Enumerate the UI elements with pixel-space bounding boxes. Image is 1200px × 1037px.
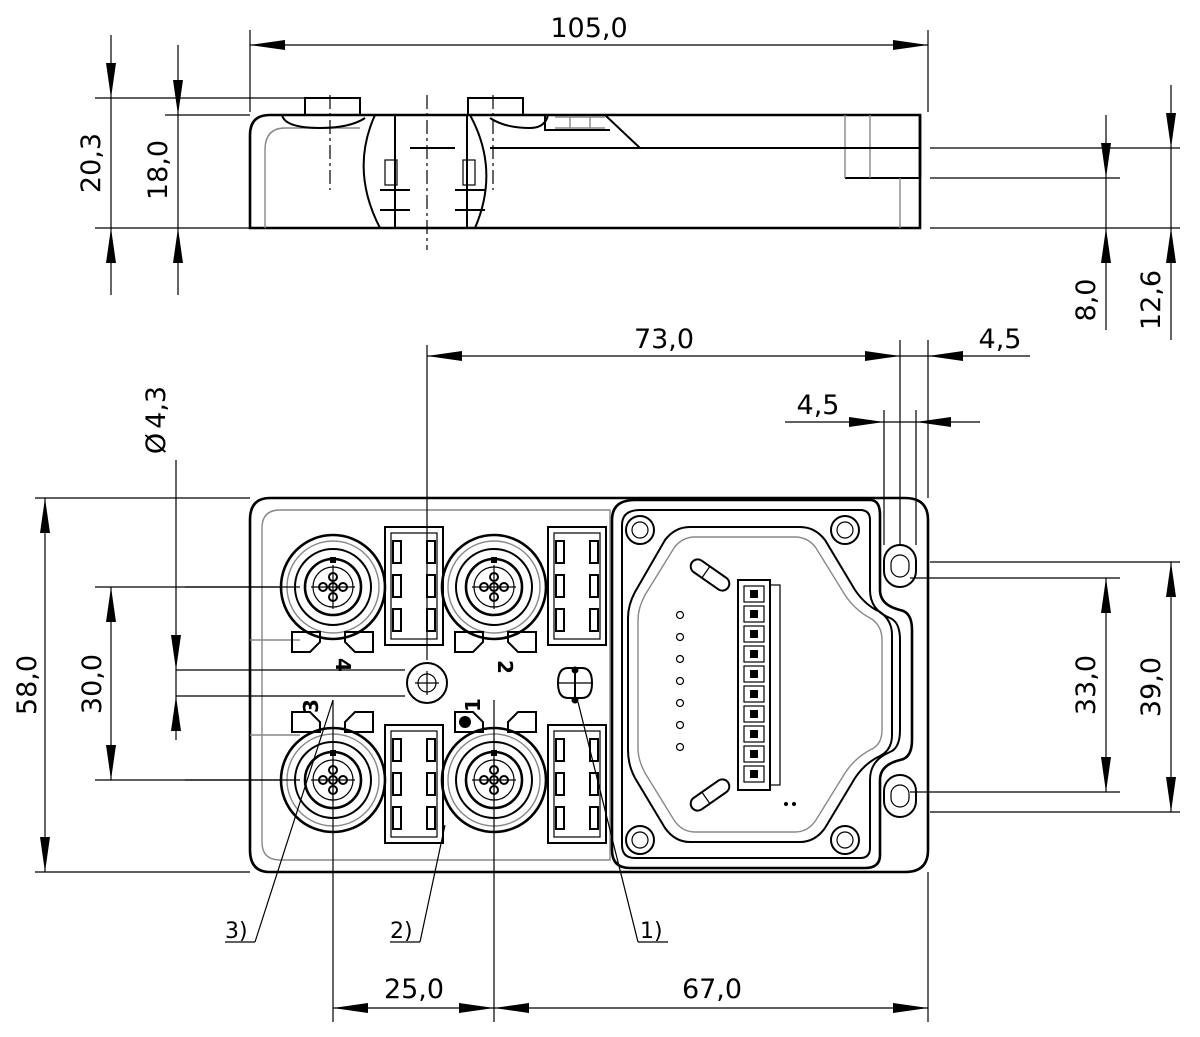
label-window-3 (384, 724, 444, 844)
callouts: 3) 2) 1) (225, 699, 668, 944)
dim-port-pitch-vertical: 30,0 (77, 654, 108, 714)
dim-port-pitch-horizontal: 25,0 (384, 974, 444, 1005)
label-window-1 (384, 526, 444, 646)
callout-3: 3) (225, 919, 248, 944)
port-number-4: 4 (331, 658, 355, 672)
top-view-dimensions: 73,0 4,5 4,5 Ø 4,3 58,0 (12, 324, 1180, 1022)
connector-port-2 (440, 533, 548, 641)
dim-hole-slot-spacing: 33,0 (1071, 655, 1102, 715)
port-number-2: 2 (493, 660, 517, 674)
port-number-1: 1 (461, 698, 485, 712)
dim-port-to-flange: 67,0 (682, 974, 742, 1005)
dim-hole-diameter: 4,3 (141, 386, 172, 429)
diameter-symbol: Ø (141, 433, 172, 454)
dim-body-height: 18,0 (143, 140, 174, 200)
side-view-dimensions: 105,0 20,3 18,0 8,0 12,6 (76, 13, 1180, 340)
dim-hole-offset-outer: 4,5 (979, 324, 1022, 355)
dim-overall-length: 105,0 (550, 13, 627, 44)
dim-width: 58,0 (12, 655, 43, 715)
dim-hole-offset-inner: 4,5 (797, 390, 840, 421)
label-window-2 (547, 526, 607, 646)
port-number-3: 3 (299, 699, 323, 713)
callout-2: 2) (390, 919, 413, 944)
dim-flange-height: 8,0 (1071, 279, 1102, 322)
svg-text:Ø4,3: Ø 4,3 (141, 386, 172, 454)
label-window-4 (547, 724, 607, 844)
dim-hole-spacing: 73,0 (634, 324, 694, 355)
dim-total-height: 20,3 (76, 133, 107, 193)
dim-flange-top-height: 12,6 (1136, 270, 1167, 330)
callout-1: 1) (640, 919, 663, 944)
dim-hole-slot-outer: 39,0 (1136, 657, 1167, 717)
top-view: 4 2 3 1 (248, 496, 930, 874)
side-view (248, 95, 922, 250)
